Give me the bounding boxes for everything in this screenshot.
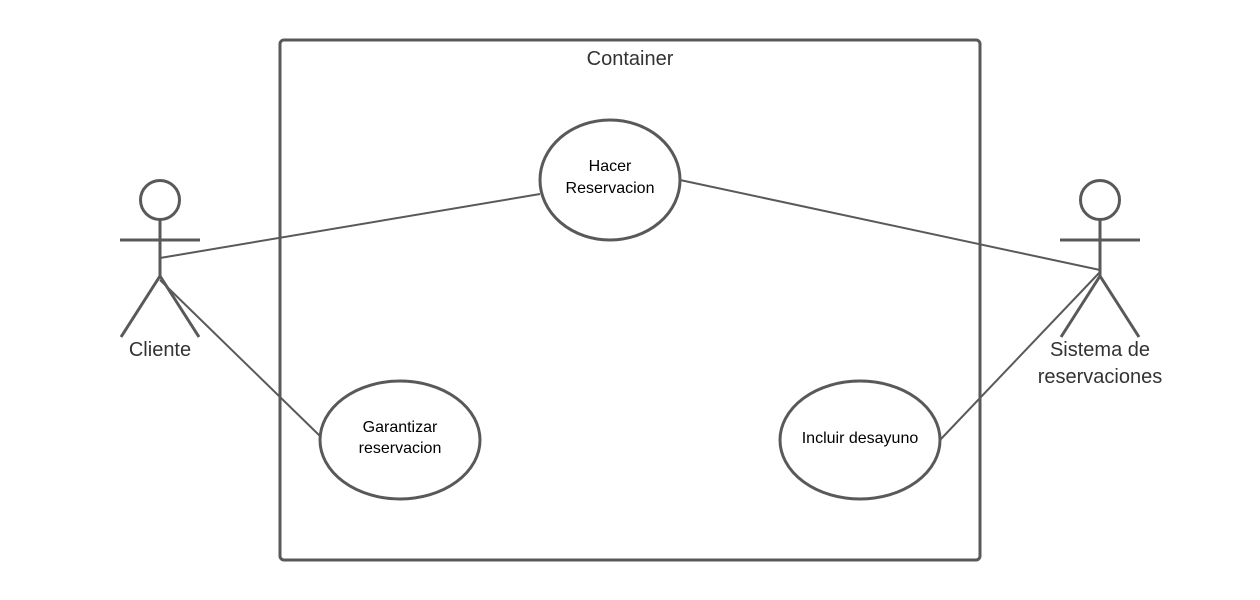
actor-head xyxy=(139,179,181,221)
system-boundary[interactable] xyxy=(278,38,982,562)
association-cliente-hacer-reservacion[interactable] xyxy=(159,193,541,259)
actor-right-leg xyxy=(158,275,201,338)
use-case-hacer-reservacion-line2: Reservacion xyxy=(566,180,655,197)
actor-left-leg xyxy=(1059,275,1102,338)
use-case-garantizar-reservacion[interactable] xyxy=(318,379,482,501)
association-sistema-incluir-desayuno[interactable] xyxy=(939,271,1101,441)
actor-cliente-label: Cliente xyxy=(129,339,191,361)
association-sistema-hacer-reservacion[interactable] xyxy=(679,179,1101,271)
actor-sistema-de-reservaciones[interactable] xyxy=(1059,179,1141,338)
actor-head xyxy=(1079,179,1121,221)
actor-cliente[interactable] xyxy=(119,179,201,338)
use-case-garantizar-reservacion-line1: Garantizar xyxy=(363,419,438,436)
actor-sistema-label-line2: reservaciones xyxy=(1038,366,1163,388)
actor-sistema-label-line1: Sistema de xyxy=(1050,339,1150,361)
use-case-hacer-reservacion[interactable] xyxy=(538,118,682,242)
use-case-hacer-reservacion-line1: Hacer xyxy=(589,158,632,175)
use-case-incluir-desayuno-label: Incluir desayuno xyxy=(802,430,919,447)
system-boundary-title: Container xyxy=(587,48,674,70)
actor-right-leg xyxy=(1098,275,1141,338)
association-cliente-garantizar-reservacion[interactable] xyxy=(159,279,321,437)
use-case-incluir-desayuno[interactable] xyxy=(778,379,942,501)
actor-left-leg xyxy=(119,275,162,338)
use-case-garantizar-reservacion-line2: reservacion xyxy=(359,440,442,457)
